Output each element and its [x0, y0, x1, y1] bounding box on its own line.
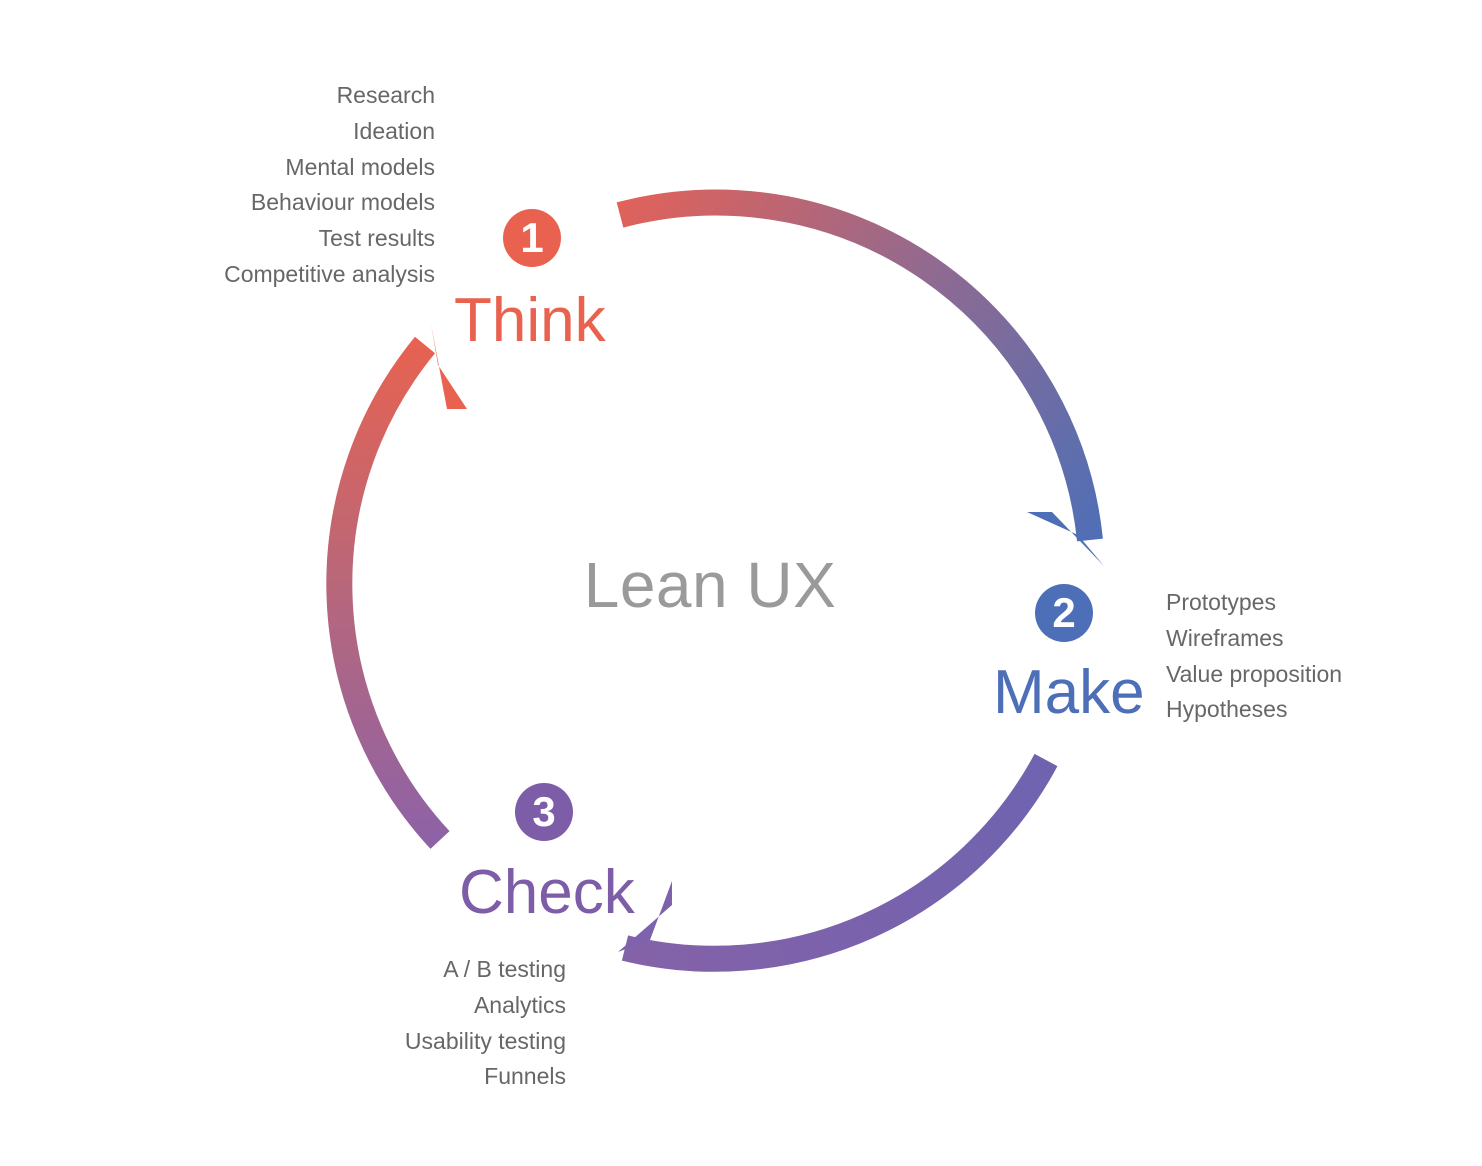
list-item: Hypotheses [1166, 696, 1288, 723]
arrow-think-to-make [616, 189, 1103, 542]
list-item: Competitive analysis [224, 260, 435, 287]
check-item-list: A / B testing Analytics Usability testin… [300, 952, 566, 1095]
step-title-check: Check [459, 858, 635, 927]
list-item: Value proposition [1166, 660, 1343, 687]
step-number-badge-make: 2 [1035, 584, 1093, 642]
list-item: Mental models [285, 153, 435, 180]
list-item: Funnels [484, 1063, 566, 1090]
list-item: Analytics [473, 991, 566, 1018]
step-number-badge-check: 3 [515, 783, 573, 841]
list-item: Research [336, 82, 435, 108]
step-title-make: Make [993, 658, 1145, 727]
list-item: A / B testing [443, 956, 566, 982]
step-number-badge-think: 1 [503, 209, 561, 267]
think-item-list: Research Ideation Mental models Behaviou… [140, 78, 435, 293]
list-item: Wireframes [1166, 624, 1284, 651]
make-item-list: Prototypes Wireframes Value proposition … [1166, 585, 1456, 728]
list-item: Behaviour models [250, 189, 435, 216]
list-item: Test results [318, 225, 435, 252]
list-item: Prototypes [1166, 589, 1276, 615]
arrowhead-think-icon [431, 324, 467, 409]
list-item: Ideation [353, 117, 435, 144]
step-title-think: Think [454, 286, 606, 355]
center-title: Lean UX [583, 549, 837, 621]
arrow-check-to-think [326, 336, 450, 849]
list-item: Usability testing [404, 1027, 566, 1054]
arrowhead-check-icon [618, 881, 672, 952]
arrow-make-to-check [621, 753, 1058, 972]
